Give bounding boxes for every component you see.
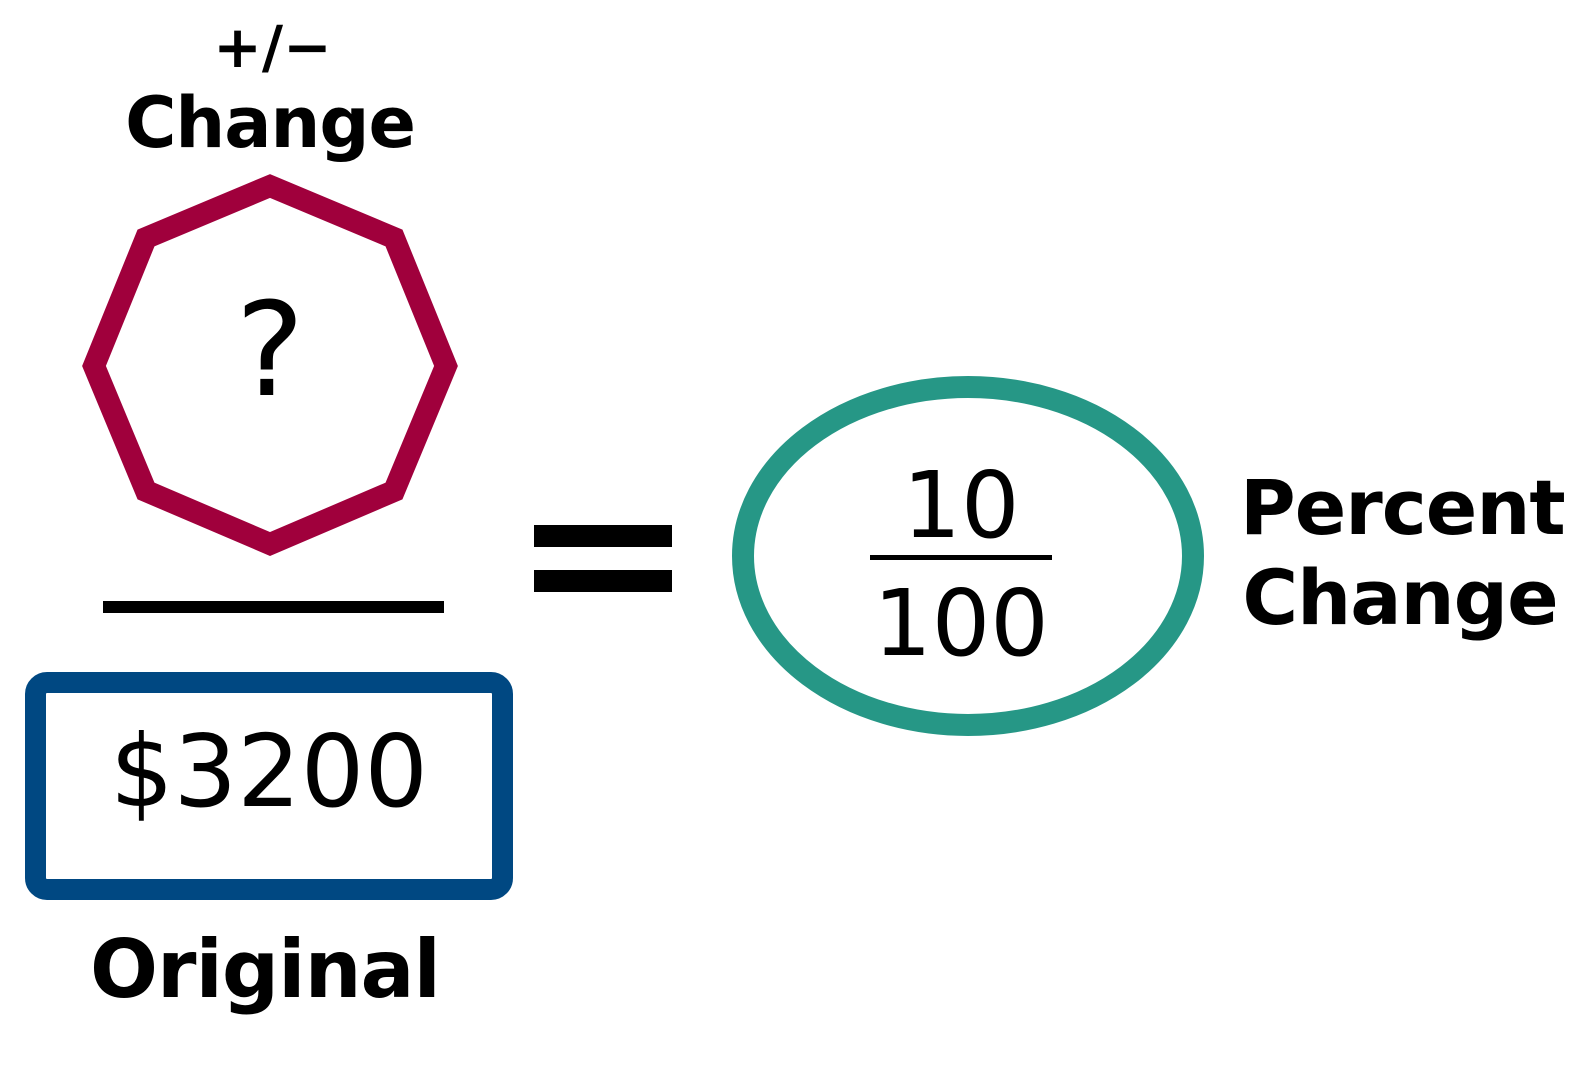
plus-minus-sign: +/− (213, 13, 332, 81)
change-label: Change (125, 82, 416, 164)
original-amount: $3200 (109, 713, 429, 830)
original-label: Original (90, 923, 441, 1016)
fraction-denominator: 100 (873, 570, 1049, 677)
change-octagon (82, 174, 458, 556)
fraction-numerator: 10 (902, 452, 1020, 559)
percent-change-label: Change (1242, 553, 1558, 642)
right-fraction-bar (870, 555, 1052, 560)
percent-label: Percent (1240, 463, 1566, 552)
unknown-change-symbol: ? (235, 274, 305, 426)
equals-sign-bottom-bar (534, 570, 672, 592)
left-fraction-bar (103, 601, 444, 613)
equals-sign-top-bar (534, 525, 672, 547)
octagon-shape (82, 174, 458, 556)
original-amount-box (25, 672, 513, 900)
